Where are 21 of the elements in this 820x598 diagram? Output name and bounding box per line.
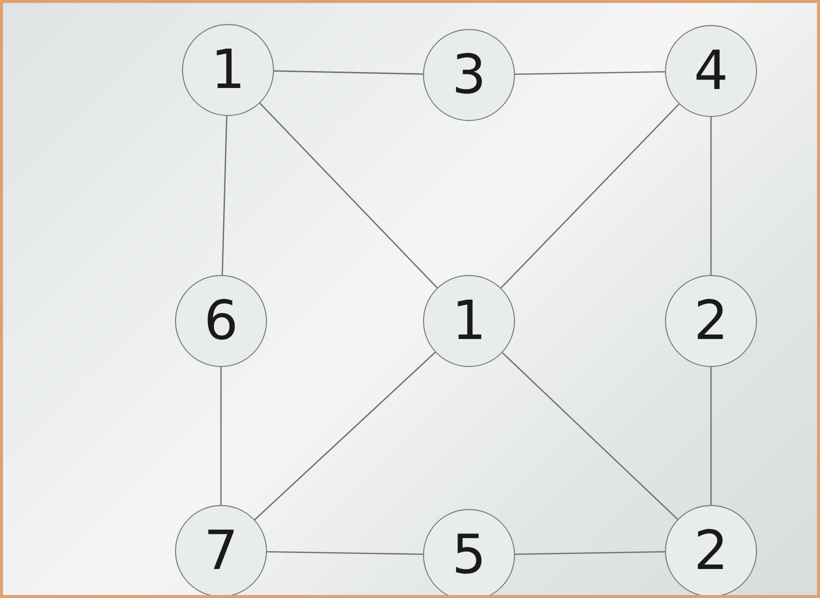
digit-label: 5	[452, 528, 486, 582]
connector-line	[514, 551, 666, 555]
digit-label: 3	[452, 48, 486, 102]
connector-line	[274, 70, 424, 75]
digit-label: 1	[210, 43, 246, 97]
connector-line	[220, 367, 222, 505]
connector-line	[222, 116, 228, 276]
connector-line	[514, 71, 666, 75]
digit-label: 4	[694, 44, 728, 98]
connector-line	[502, 352, 678, 520]
connector-line	[266, 551, 424, 555]
digit-label: 1	[452, 294, 486, 348]
connector-line	[500, 104, 680, 288]
connector-line	[710, 367, 712, 505]
connector-line	[254, 352, 436, 520]
digit-label: 2	[694, 524, 728, 578]
digit-label: 7	[204, 524, 238, 578]
connector-line	[259, 102, 438, 288]
digit-label: 2	[694, 294, 728, 348]
digit-label: 6	[204, 294, 238, 348]
connector-line	[710, 117, 712, 275]
